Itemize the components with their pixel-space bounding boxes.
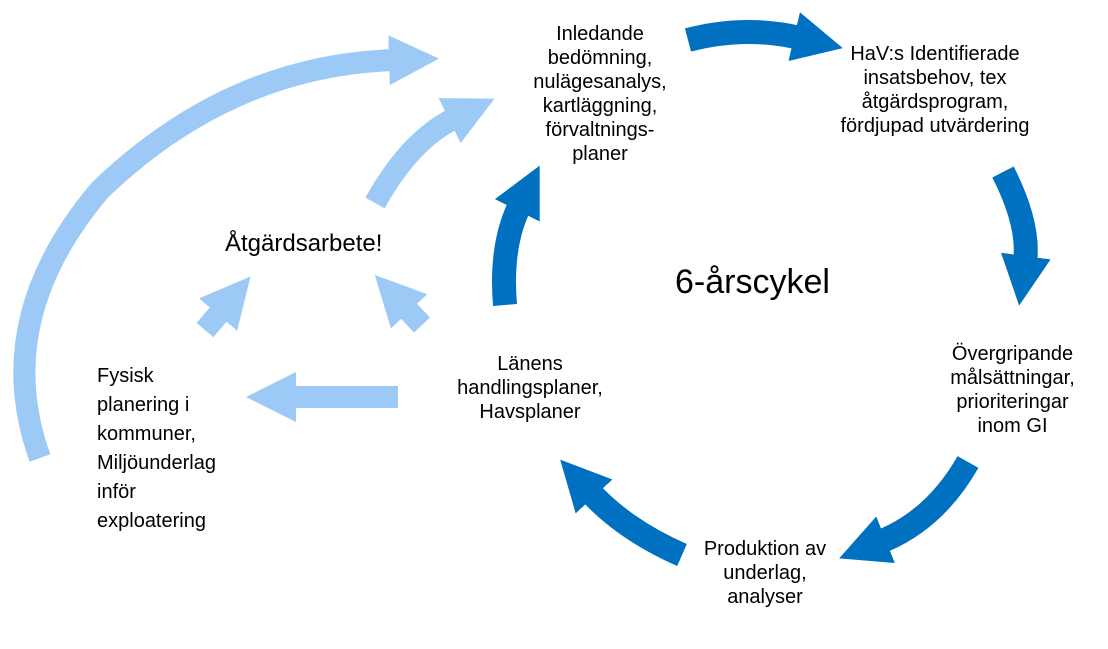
node-county-plans: Länens handlingsplaner, Havsplaner xyxy=(457,353,603,423)
arrow-physical-planning-to-assessment xyxy=(13,35,439,462)
cycle-arrow-county-to-assessment xyxy=(492,165,540,306)
cycle-arrow-hav-to-goals xyxy=(992,166,1051,306)
node-hav-needs: HaV:s Identifierade insatsbehov, tex åtg… xyxy=(840,43,1030,137)
cycle-label: 6-årscykel xyxy=(675,263,830,301)
cycle-arrow-goals-to-production xyxy=(839,455,979,563)
node-measures: Åtgärdsarbete! xyxy=(225,230,383,257)
arrow-county-to-measures xyxy=(374,275,430,333)
node-assessment: Inledande bedömning, nulägesanalys, kart… xyxy=(533,23,667,165)
cycle-arrow-production-to-county xyxy=(560,459,687,566)
node-physical-planning: Fysisk planering i kommuner, Miljöunderl… xyxy=(97,365,216,532)
cycle-arrow-assessment-to-hav xyxy=(684,12,843,61)
arrow-physical-planning-to-measures xyxy=(196,276,251,338)
node-production: Produktion av underlag, analyser xyxy=(703,538,827,608)
node-overall-goals: Övergripande målsättningar, prioritering… xyxy=(950,343,1075,437)
arrow-measures-to-assessment xyxy=(365,98,495,209)
